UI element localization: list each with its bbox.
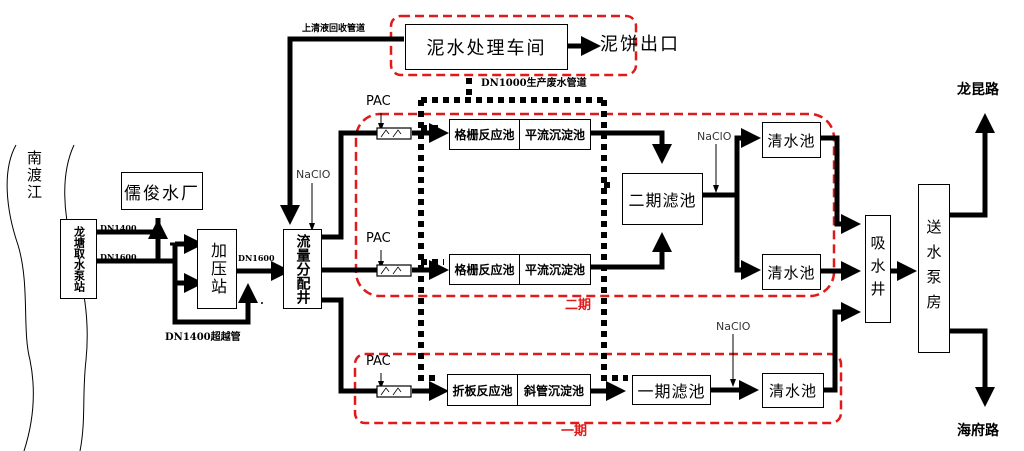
delivery-pump-house[interactable]: 送水泵房	[918, 184, 950, 353]
static-mixers	[376, 127, 412, 398]
chemical-pac-2: PAC	[366, 231, 391, 246]
phase2-line2-reaction-tank[interactable]: 格栅反应池	[449, 254, 520, 285]
river-label: 南渡江	[25, 150, 43, 201]
phase2-line1-reaction-tank[interactable]: 格栅反应池	[449, 119, 520, 150]
destination-longkun-road: 龙昆路	[957, 82, 999, 98]
phase2-clearwell-top[interactable]: 清水池	[762, 122, 821, 158]
rujun-water-plant[interactable]: 儒俊水厂	[121, 172, 203, 210]
sludge-cake-outlet: 泥饼出口	[600, 34, 680, 55]
pipe-label-bypass: DN1400超越管	[165, 332, 241, 343]
zone-sludge	[389, 14, 638, 77]
zone-phase2	[354, 112, 836, 298]
suction-well[interactable]: 吸水井	[865, 215, 891, 323]
pipe-label-waste-water: DN1000生产废水管道	[481, 78, 587, 89]
chemical-pac-3: PAC	[366, 354, 391, 369]
phase2-line1-sedimentation-tank[interactable]: 平流沉淀池	[519, 119, 591, 150]
mixer-2	[376, 264, 412, 277]
pipe-label-dn1600-intake: DN1600	[100, 252, 137, 262]
mixer-3	[376, 385, 412, 398]
zone-label-phase2: 二期	[565, 298, 592, 313]
phase2-clearwell-bottom[interactable]: 清水池	[762, 254, 821, 290]
chemical-naclo-distribution: NaClO	[296, 168, 331, 181]
phase1-clearwell[interactable]: 清水池	[762, 373, 824, 408]
mixer-1	[376, 127, 412, 140]
chemical-naclo-phase1: NaClO	[716, 320, 751, 333]
zone-label-phase1: 一期	[561, 424, 588, 439]
chemical-pac-1: PAC	[366, 94, 391, 109]
river-bank-left	[6, 144, 34, 451]
phase1-filter[interactable]: 一期滤池	[632, 375, 711, 405]
pipe-label-supernatant-return: 上清液回收管道	[302, 24, 366, 34]
flow-distribution-well[interactable]: 流量分配井	[283, 229, 322, 309]
phase1-reaction-tank[interactable]: 折板反应池	[447, 374, 518, 406]
pipe-label-dn1400: DN1400	[100, 223, 137, 233]
intake-pump-station[interactable]: 龙塘取水泵站	[60, 219, 97, 299]
phase2-filter[interactable]: 二期滤池	[622, 173, 703, 225]
sludge-treatment-workshop[interactable]: 泥水处理车间	[405, 24, 568, 70]
chemical-naclo-phase2: NaClO	[697, 130, 732, 143]
phase1-sedimentation-tank[interactable]: 斜管沉淀池	[517, 374, 591, 406]
pipe-label-dn1600-booster: DN1600	[238, 253, 275, 263]
booster-station[interactable]: 加压站	[197, 229, 237, 309]
destination-haifu-road: 海府路	[957, 423, 999, 439]
phase2-line2-sedimentation-tank[interactable]: 平流沉淀池	[519, 254, 591, 285]
